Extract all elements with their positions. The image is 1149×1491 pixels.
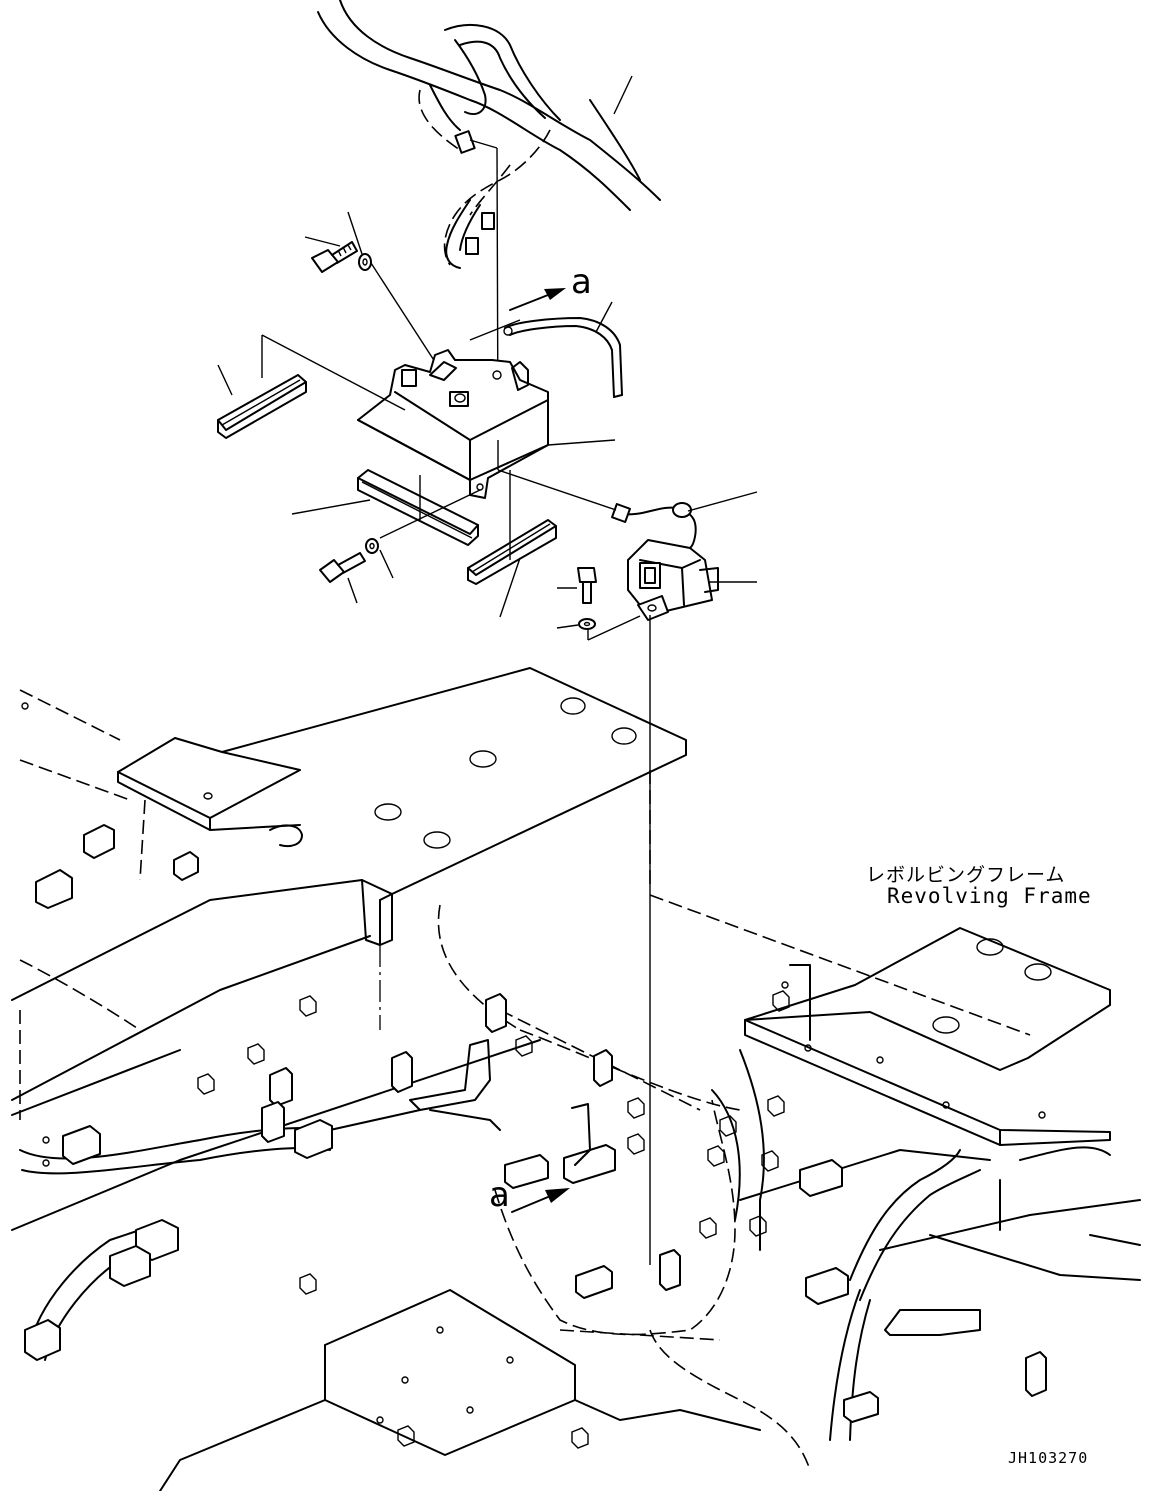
view-arrow-bottom-label: a — [489, 1175, 510, 1215]
relay-lead-wire — [611, 502, 697, 549]
view-arrow-top-label: a — [571, 262, 592, 302]
rubber-strip-left — [217, 374, 307, 439]
mounting-blocks — [24, 824, 1047, 1423]
rubber-strip-right — [467, 519, 557, 585]
view-arrow-bottom — [511, 1188, 570, 1213]
view-arrow-top — [509, 288, 566, 311]
frame-label-english: Revolving Frame — [887, 884, 1092, 908]
bolt-icon — [311, 241, 358, 273]
relay-unit — [627, 539, 757, 621]
bolt-relay-icon — [577, 567, 597, 604]
washer-relay-icon — [578, 618, 596, 630]
support-brackets — [409, 1039, 591, 1166]
rod-icon — [503, 317, 623, 398]
bolt-lower-icon — [319, 552, 366, 583]
rubber-strip-bottom — [357, 469, 479, 546]
cover-bracket — [357, 349, 549, 499]
drawing-number: JH103270 — [1008, 1449, 1089, 1467]
nuts — [42, 990, 812, 1449]
washer-icon — [358, 253, 372, 271]
frame-label-japanese: レボルビングフレーム — [866, 864, 1066, 886]
revolving-frame — [11, 667, 1141, 1491]
washer-lower-icon — [365, 538, 379, 554]
